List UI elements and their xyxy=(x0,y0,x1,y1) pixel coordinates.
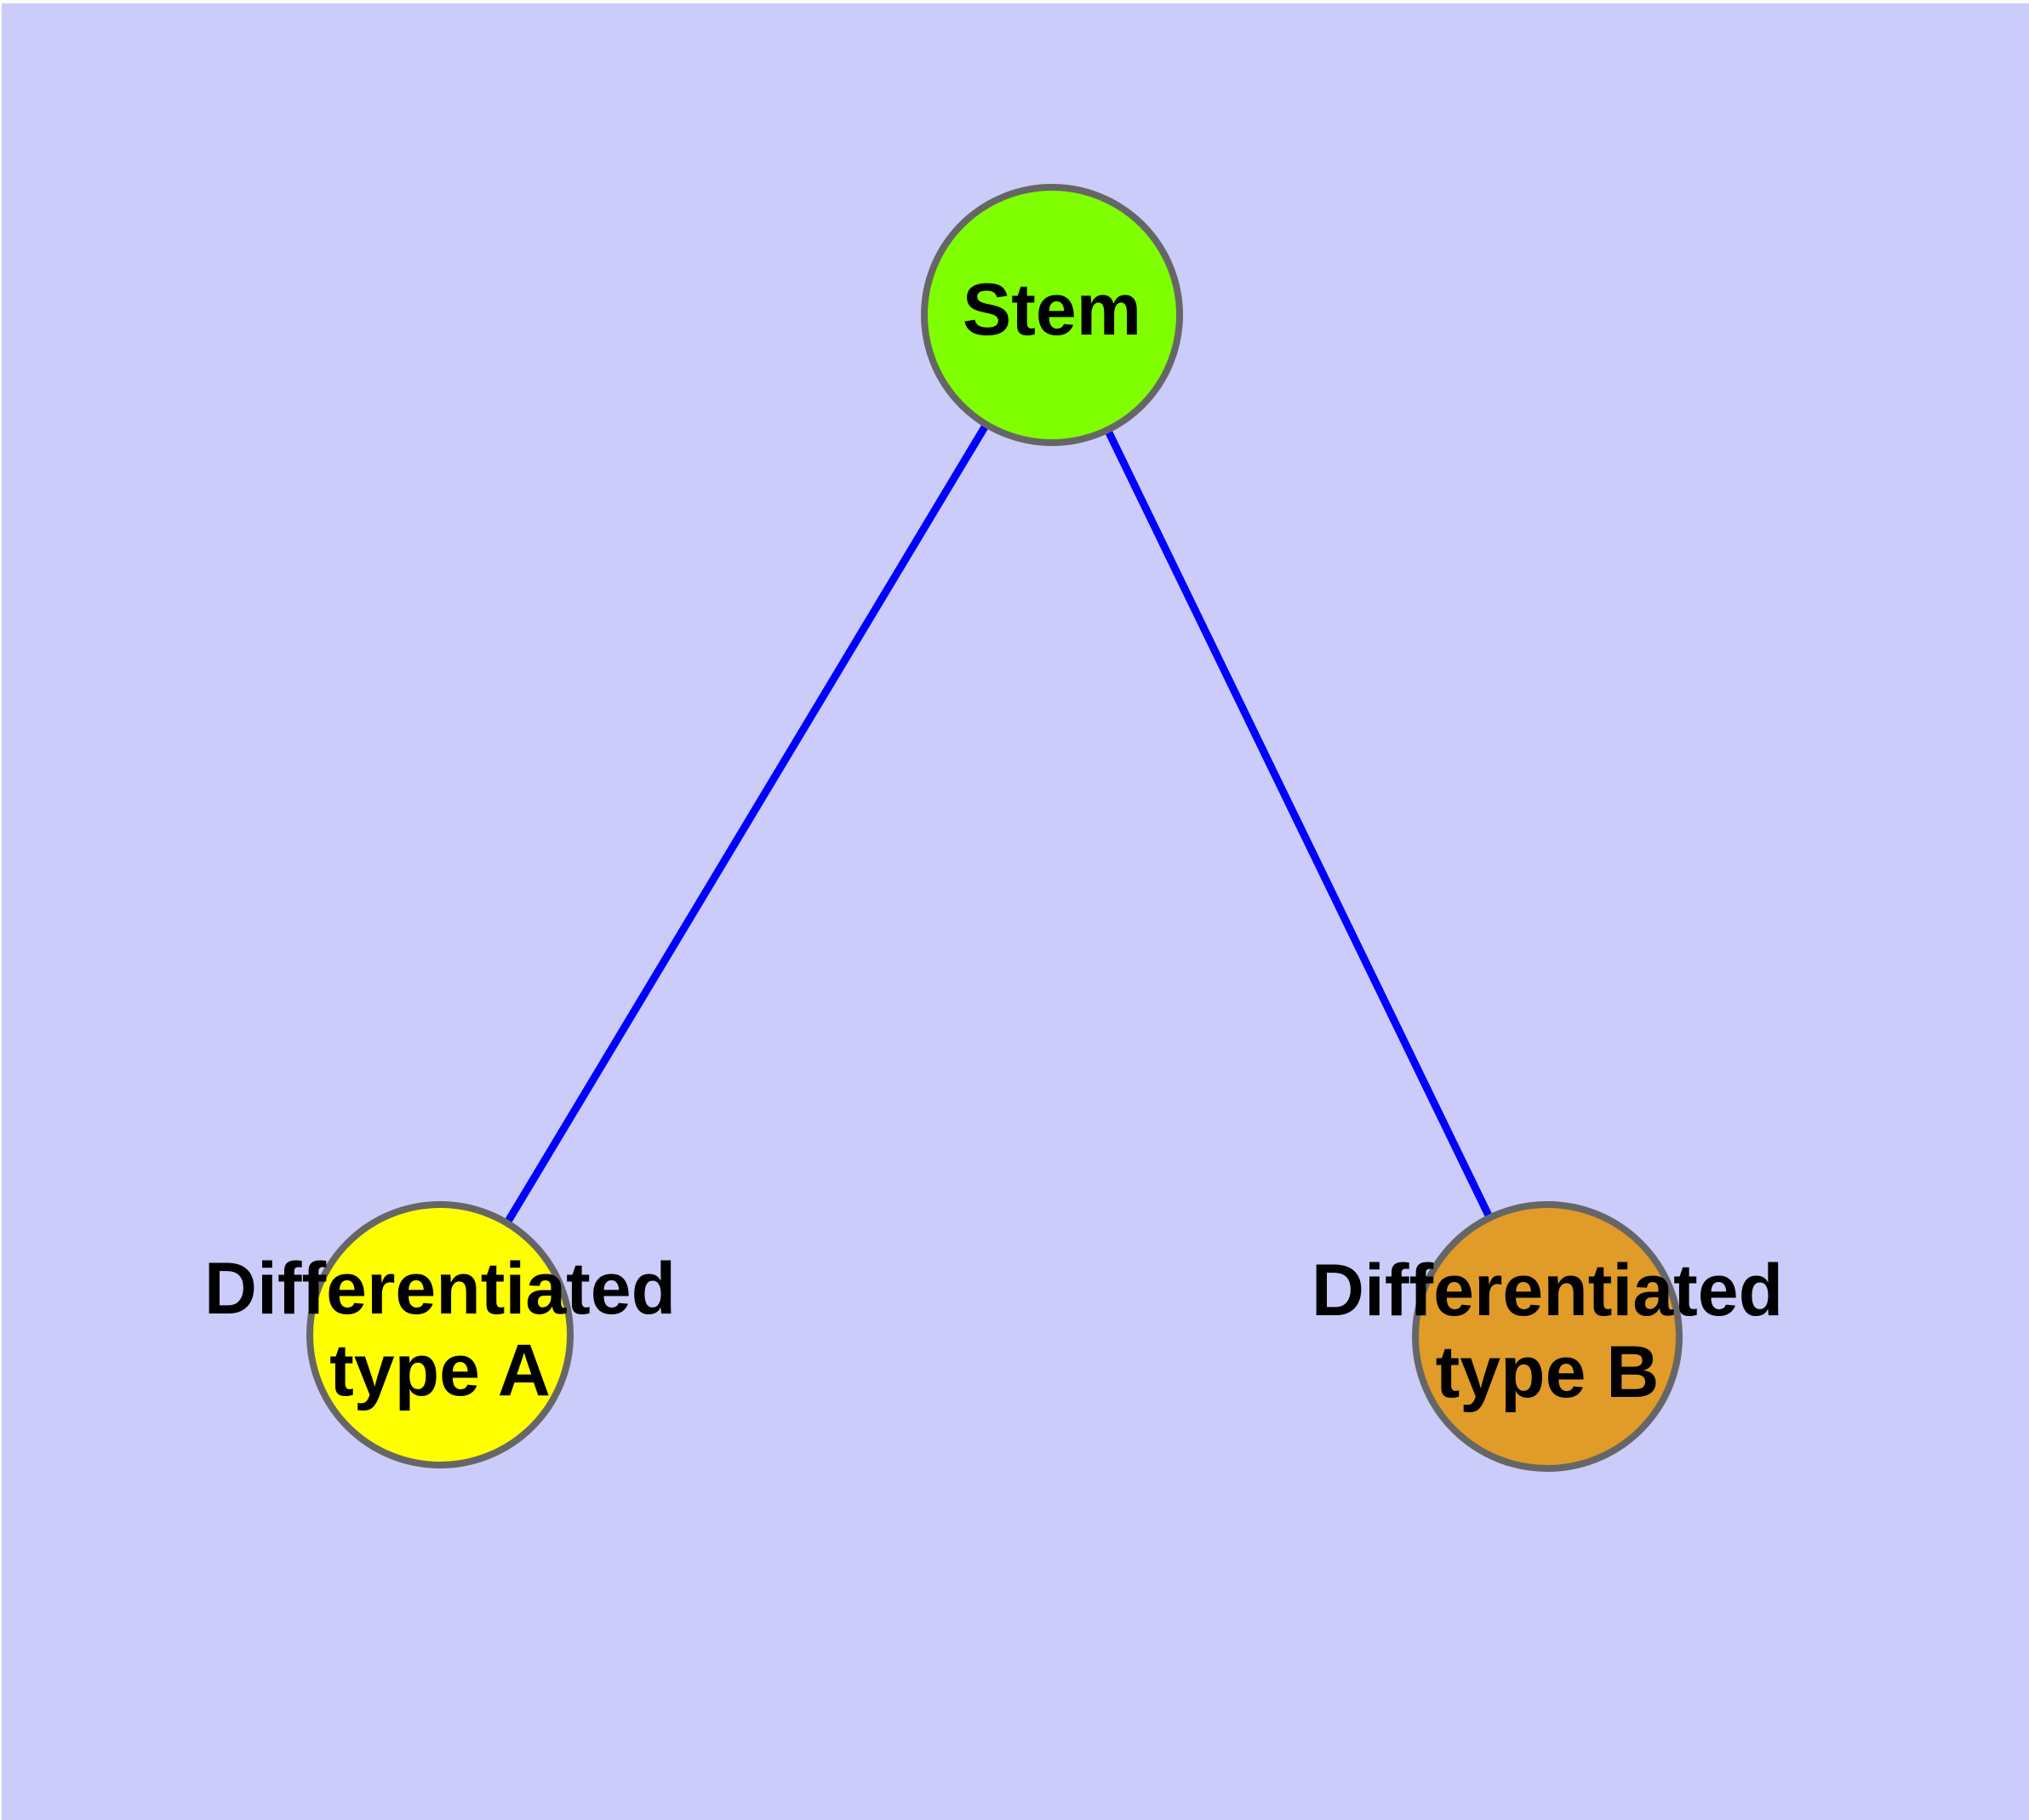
node-differentiated-type-a[interactable] xyxy=(306,1201,574,1468)
node-differentiated-type-b[interactable] xyxy=(1412,1201,1683,1472)
edge-layer xyxy=(501,419,1495,1228)
node-stem-label: Stem xyxy=(963,269,1141,351)
edge-stem-to-differentiated-type-b[interactable] xyxy=(1102,425,1495,1223)
node-stem-circle[interactable] xyxy=(921,184,1183,446)
node-differentiated-type-b-circle[interactable] xyxy=(1412,1201,1683,1472)
node-layer xyxy=(306,184,1683,1472)
node-differentiated-type-a-circle[interactable] xyxy=(306,1201,574,1468)
node-stem[interactable] xyxy=(921,184,1183,446)
edge-stem-to-differentiated-type-a[interactable] xyxy=(501,419,992,1228)
